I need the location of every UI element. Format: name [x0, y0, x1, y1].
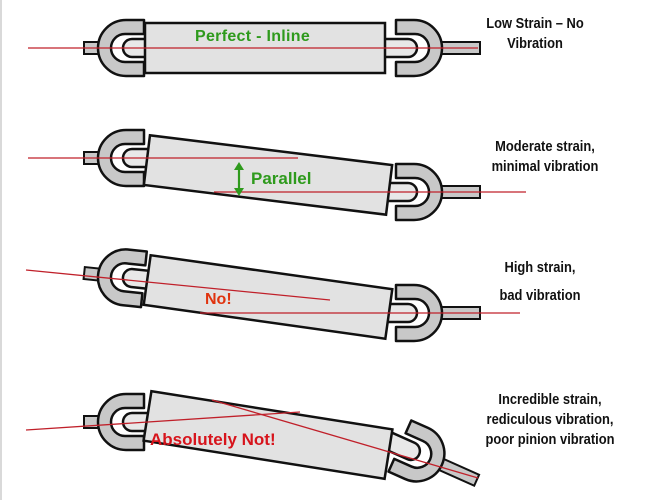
row-3-description-line-1: High strain,	[504, 259, 576, 276]
row-4-description-line-1: Incredible strain,	[498, 391, 602, 408]
row-4-description: Incredible strain, rediculous vibration,…	[477, 390, 623, 450]
row-4-description-line-2: rediculous vibration,	[486, 411, 614, 428]
row-1-inline-driveshaft	[28, 18, 482, 78]
row-1-description: Low Strain – No Vibration	[458, 14, 613, 54]
row-3-misaligned-driveshaft	[25, 243, 520, 343]
row-2-description-line-2: minimal vibration	[491, 158, 599, 175]
double-arrow-icon	[234, 162, 244, 196]
parallel-tag: Parallel	[251, 169, 312, 188]
row-2-description-line-1: Moderate strain,	[495, 138, 595, 155]
inline-tag: Perfect - Inline	[195, 28, 311, 45]
page-edge-divider	[0, 0, 2, 500]
row-3-description: High strain, bad vibration	[484, 258, 596, 306]
no-tag: No!	[205, 291, 232, 308]
row-4-description-line-3: poor pinion vibration	[485, 431, 615, 448]
row-3-description-line-2: bad vibration	[499, 287, 581, 304]
row-2-parallel-driveshaft	[28, 128, 526, 222]
row-2-description: Moderate strain, minimal vibration	[481, 137, 610, 177]
row-1-description-line: Low Strain – No Vibration	[486, 15, 584, 52]
row-4-extreme-driveshaft	[25, 389, 490, 500]
absolutely-not-tag: Absolutely Not!	[150, 430, 276, 449]
